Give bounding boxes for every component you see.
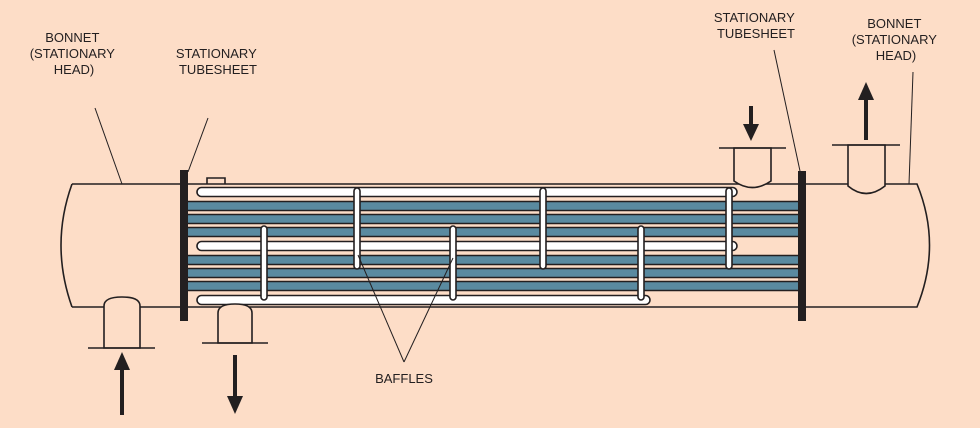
leader-lines [94, 49, 914, 363]
right-bonnet-label: BONNET (STATIONARY HEAD) [852, 16, 941, 63]
baffle [449, 225, 457, 301]
bottom-head-nozzle [88, 296, 155, 349]
tube [183, 280, 805, 292]
baffle [725, 187, 733, 270]
bottom-shell-nozzle [202, 303, 268, 344]
shell [60, 177, 931, 308]
head-outlet-arrow-up-icon [858, 82, 874, 140]
baffle [260, 225, 268, 301]
outlet-arrow-down-icon [227, 355, 243, 414]
left-bonnet-label: BONNET (STATIONARY HEAD) [30, 30, 119, 77]
baffles-label: BAFFLES [375, 371, 433, 386]
baffle [353, 187, 361, 270]
return-tube [196, 294, 651, 306]
tube-bundle [183, 186, 805, 306]
tube [183, 200, 805, 212]
top-shell-nozzle [719, 147, 786, 189]
baffle [539, 187, 547, 270]
left-tubesheet-label: STATIONARY TUBESHEET [176, 46, 260, 77]
tube [183, 226, 805, 238]
right-tubesheet [798, 171, 806, 321]
return-tube [196, 240, 738, 252]
tube [183, 213, 805, 225]
baffles [260, 187, 733, 301]
left-tubesheet [180, 170, 188, 321]
baffle [637, 225, 645, 301]
shell-inlet-arrow-down-icon [743, 106, 759, 141]
inlet-arrow-up-icon [114, 352, 130, 415]
tube [183, 254, 805, 266]
top-head-nozzle [832, 144, 900, 195]
return-tube [196, 186, 738, 198]
tube [183, 267, 805, 279]
right-tubesheet-label: STATIONARY TUBESHEET [714, 10, 798, 41]
